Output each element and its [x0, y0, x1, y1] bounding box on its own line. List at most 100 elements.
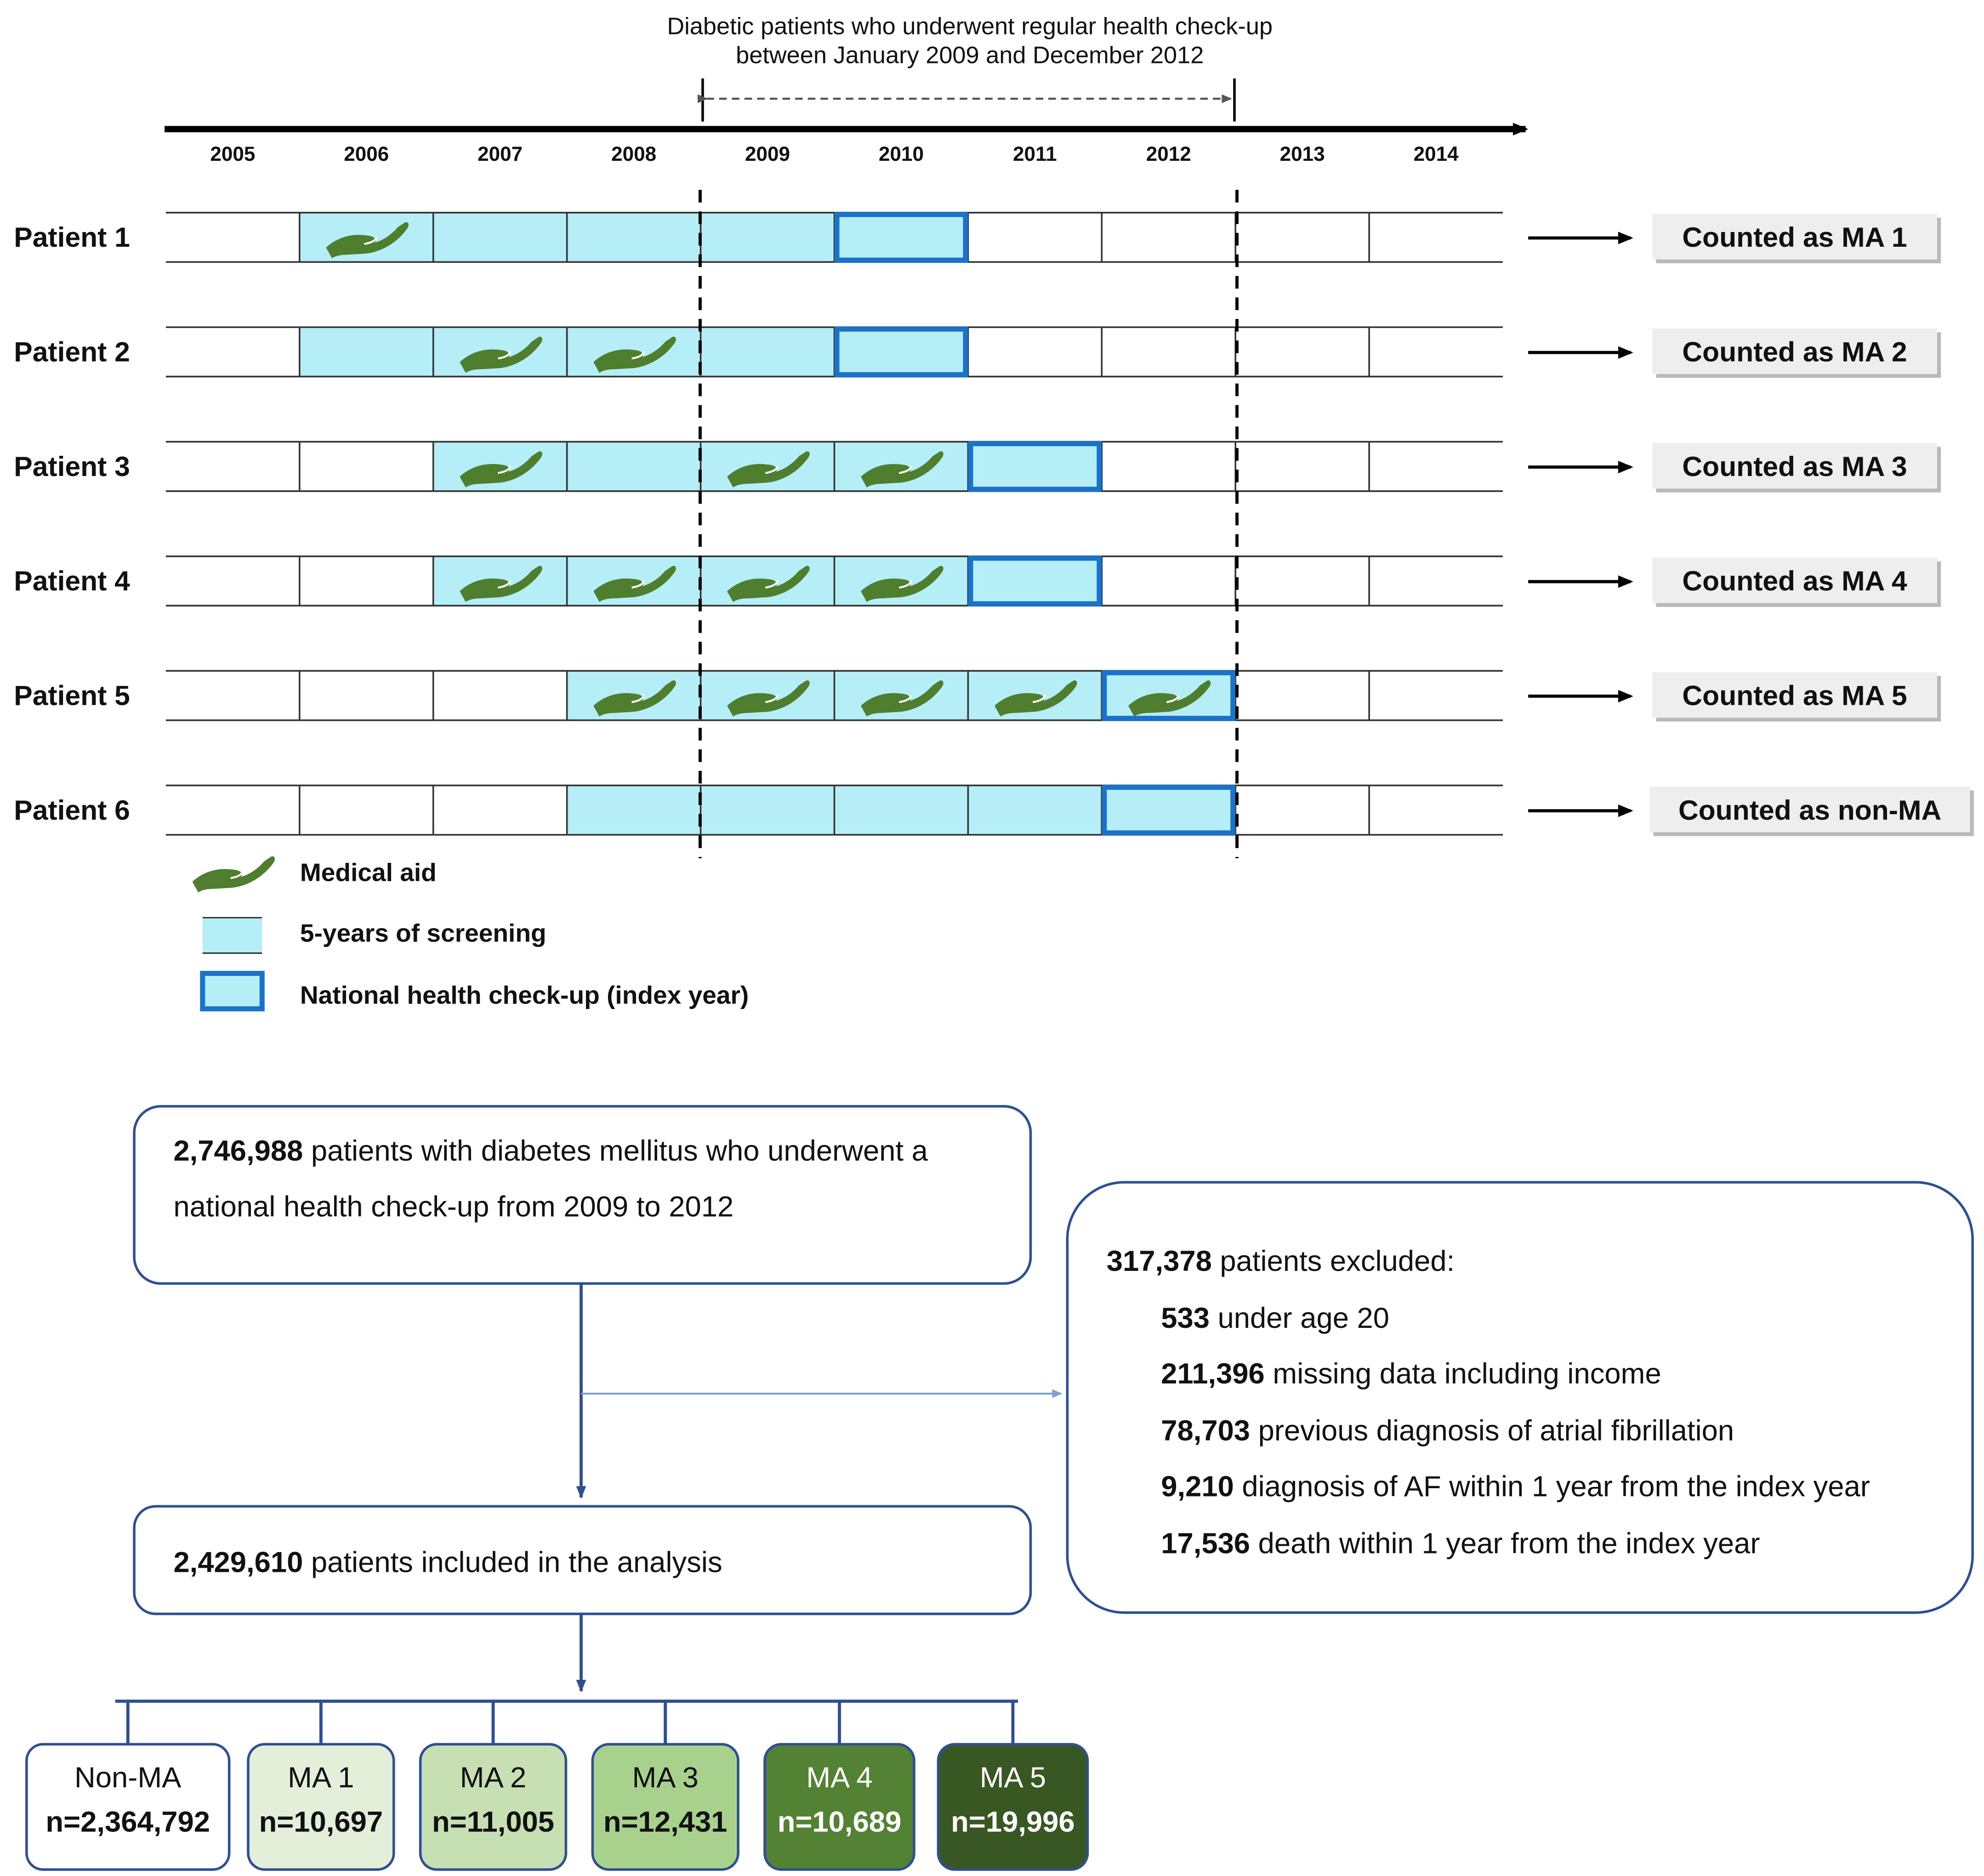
timeline-cell: [299, 556, 433, 606]
group-name: MA 3: [632, 1761, 699, 1794]
year-label: 2007: [478, 143, 523, 165]
timeline-cell: [299, 785, 433, 835]
index-year-box: [1102, 785, 1236, 836]
header-line-2: between January 2009 and December 2012: [736, 42, 1204, 69]
timeline-cell: [165, 785, 300, 835]
timeline-cell: [165, 442, 300, 491]
patient-label: Patient 4: [14, 565, 130, 596]
result-box: [1649, 787, 1970, 833]
timeline-cell: [1369, 785, 1503, 835]
result-label: Counted as MA 4: [1682, 565, 1907, 596]
result-label: Counted as MA 5: [1682, 680, 1907, 711]
exclusion-item: 17,536 death within 1 year from the inde…: [1161, 1526, 1760, 1559]
result-box: [1652, 214, 1937, 260]
patient-row: Patient 2 Counted as MA 2: [14, 326, 1941, 378]
timeline-cell: [1235, 442, 1370, 491]
group-count: n=10,689: [777, 1805, 902, 1838]
timeline-cell: [1369, 212, 1503, 262]
year-label: 2005: [210, 143, 255, 165]
group-name: MA 4: [806, 1761, 873, 1794]
screening-cell: [968, 785, 1102, 835]
group-name: MA 1: [288, 1761, 354, 1794]
exclusion-item: 533 under age 20: [1161, 1300, 1390, 1334]
group-box: Non-MA n=2,364,792: [25, 1743, 231, 1871]
year-label: 2012: [1146, 143, 1191, 165]
result-label: Counted as MA 2: [1682, 336, 1907, 368]
screening-cell: [567, 785, 701, 835]
year-label: 2009: [745, 143, 790, 165]
result-box: [1652, 443, 1937, 489]
timeline-cell: [968, 212, 1102, 262]
screening-cell: [968, 442, 1102, 491]
exclusion-item: 211,396 missing data including income: [1161, 1357, 1661, 1390]
timeline-cell: [299, 442, 433, 491]
patient-row: Patient 4 Counted as MA 4: [14, 555, 1941, 607]
screening-cell: [700, 327, 835, 377]
screening-cell: [567, 212, 701, 262]
excluded-box: 317,378 patients excluded: 533 under age…: [1066, 1181, 1974, 1614]
index-year-box: [834, 212, 968, 263]
start-count: 2,746,988: [173, 1134, 303, 1168]
group-count: n=19,996: [951, 1805, 1075, 1838]
header-line-1: Diabetic patients who underwent regular …: [667, 13, 1273, 40]
group-name: MA 2: [460, 1761, 527, 1794]
exclusion-item: 78,703 previous diagnosis of atrial fibr…: [1161, 1413, 1734, 1447]
flow-branch-drops: [126, 1700, 1015, 1745]
group-box: MA 4 n=10,689: [763, 1743, 915, 1871]
timeline-cell: [299, 671, 433, 720]
timeline-cell: [1369, 327, 1503, 377]
group-count: n=10,697: [259, 1805, 383, 1838]
screening-cell: [299, 327, 433, 377]
timeline-cell: [1235, 327, 1370, 377]
screening-cell: [433, 212, 567, 262]
included-box: 2,429,610 patients included in the analy…: [133, 1505, 1032, 1615]
group-box: MA 1 n=10,697: [247, 1743, 395, 1871]
patient-label: Patient 2: [14, 336, 130, 368]
year-label: 2010: [879, 143, 924, 165]
screening-cell: [700, 212, 835, 262]
index-year-box: [834, 326, 968, 377]
year-label: 2014: [1414, 143, 1459, 165]
patient-label: Patient 6: [14, 794, 130, 826]
patient-label: Patient 5: [14, 680, 130, 711]
legend-index-swatch: [200, 971, 265, 1012]
group-name: Non-MA: [74, 1761, 182, 1794]
timeline-cell: [968, 327, 1102, 377]
result-label: Counted as MA 1: [1682, 221, 1907, 253]
included-text: patients included in the analysis: [311, 1545, 722, 1579]
screening-cell: [567, 442, 701, 491]
timeline-cell: [1235, 212, 1370, 262]
year-label: 2011: [1013, 143, 1057, 165]
timeline-cell: [165, 556, 300, 606]
start-box: 2,746,988 patients with diabetes mellitu…: [133, 1105, 1032, 1285]
index-year-box: [968, 555, 1102, 606]
included-count: 2,429,610: [173, 1545, 303, 1579]
screening-cell: [834, 212, 968, 262]
timeline-cell: [1102, 442, 1236, 491]
legend-screening-label: 5-years of screening: [300, 919, 546, 947]
timeline-cell: [433, 671, 567, 720]
timeline-cell: [1102, 212, 1236, 262]
timeline-cell: [433, 785, 567, 835]
group-count: n=2,364,792: [45, 1805, 210, 1838]
timeline-cell: [165, 671, 300, 720]
result-box: [1652, 672, 1937, 718]
year-label: 2008: [611, 143, 656, 165]
timeline-cell: [1235, 785, 1370, 835]
timeline-cell: [165, 327, 300, 377]
timeline-cell: [1369, 556, 1503, 606]
year-label: 2013: [1280, 143, 1325, 165]
timeline-cell: [1235, 556, 1370, 606]
excluded-count: 317,378: [1106, 1244, 1212, 1277]
start-text: patients with diabetes mellitus who unde…: [311, 1134, 928, 1168]
patient-label: Patient 3: [14, 451, 130, 482]
